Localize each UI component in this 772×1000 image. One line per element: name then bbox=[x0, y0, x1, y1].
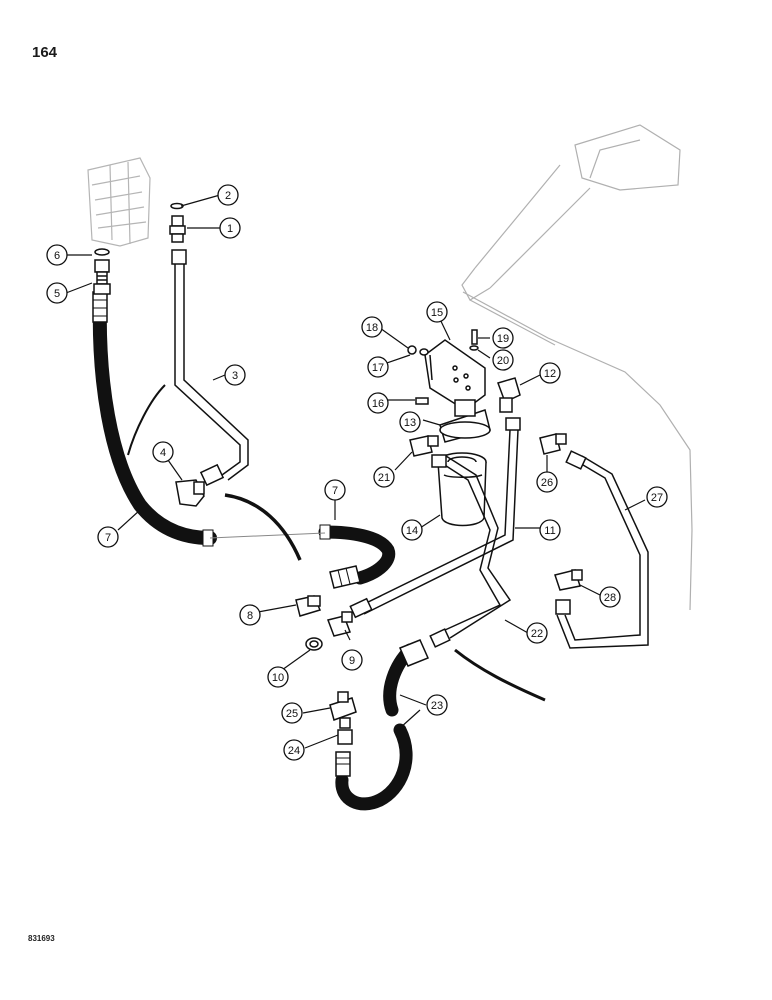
tube-3 bbox=[171, 249, 249, 487]
elbow-21 bbox=[409, 435, 439, 457]
elbow-26 bbox=[539, 433, 567, 455]
svg-text:16: 16 bbox=[372, 398, 384, 410]
svg-text:28: 28 bbox=[604, 592, 616, 604]
callout-15: 15 bbox=[426, 301, 448, 323]
callout-26: 26 bbox=[536, 471, 558, 493]
frame-outline bbox=[461, 124, 693, 611]
svg-text:27: 27 bbox=[651, 492, 663, 504]
callout-12: 12 bbox=[539, 362, 561, 384]
hose-route-arc-2 bbox=[224, 493, 302, 561]
callout-10: 10 bbox=[267, 666, 289, 688]
fitting-8 bbox=[295, 595, 322, 617]
svg-text:25: 25 bbox=[286, 708, 298, 720]
svg-text:19: 19 bbox=[497, 333, 509, 345]
callout-27: 27 bbox=[646, 486, 668, 508]
callout-4: 4 bbox=[152, 441, 174, 463]
svg-text:8: 8 bbox=[247, 610, 253, 622]
tube-27 bbox=[555, 450, 649, 649]
tube-22 bbox=[429, 454, 512, 648]
callout-19: 19 bbox=[492, 327, 514, 349]
tee-28 bbox=[554, 569, 583, 591]
svg-text:15: 15 bbox=[431, 307, 443, 319]
hardware-16-20 bbox=[407, 329, 479, 405]
hose-7-left bbox=[92, 291, 217, 547]
tee-25 bbox=[329, 691, 357, 745]
hose-route-arc bbox=[127, 384, 166, 456]
callout-11: 11 bbox=[539, 519, 561, 541]
callout-22: 22 bbox=[526, 622, 548, 644]
callout-7-middle: 7 bbox=[324, 479, 346, 501]
callout-18: 18 bbox=[361, 316, 383, 338]
callout-3: 3 bbox=[224, 364, 246, 386]
svg-text:11: 11 bbox=[544, 525, 555, 537]
svg-text:7: 7 bbox=[105, 532, 111, 544]
callout-28: 28 bbox=[599, 586, 621, 608]
svg-text:20: 20 bbox=[497, 355, 509, 367]
hose-route-arc-3 bbox=[454, 648, 546, 702]
callout-1: 1 bbox=[219, 217, 241, 239]
elbow-4 bbox=[175, 479, 205, 507]
svg-text:26: 26 bbox=[541, 477, 553, 489]
callout-20: 20 bbox=[492, 349, 514, 371]
fitting-10 bbox=[305, 637, 323, 651]
fitting-9 bbox=[327, 611, 353, 637]
callout-7-left: 7 bbox=[97, 526, 119, 548]
svg-text:9: 9 bbox=[349, 655, 355, 667]
callout-5: 5 bbox=[46, 282, 68, 304]
svg-text:4: 4 bbox=[160, 447, 166, 459]
tube-11 bbox=[349, 417, 521, 619]
callout-8: 8 bbox=[239, 604, 261, 626]
page-number: 164 bbox=[32, 44, 58, 61]
mounting-bracket-15 bbox=[424, 339, 486, 411]
svg-text:24: 24 bbox=[288, 745, 300, 757]
svg-text:5: 5 bbox=[54, 288, 60, 300]
elbow-12 bbox=[497, 377, 521, 413]
callout-17: 17 bbox=[367, 356, 389, 378]
svg-text:13: 13 bbox=[404, 417, 416, 429]
svg-text:12: 12 bbox=[544, 368, 556, 380]
callout-14: 14 bbox=[401, 519, 423, 541]
svg-text:6: 6 bbox=[54, 250, 60, 262]
svg-text:21: 21 bbox=[378, 472, 390, 484]
svg-text:17: 17 bbox=[372, 362, 384, 374]
fitting-5 bbox=[93, 248, 111, 295]
callout-6: 6 bbox=[46, 244, 68, 266]
svg-text:1: 1 bbox=[227, 223, 233, 235]
hose-23 bbox=[335, 639, 430, 811]
figure-code: 831693 bbox=[28, 934, 55, 943]
filter-head-13 bbox=[439, 399, 491, 443]
fitting-1 bbox=[169, 202, 186, 243]
hose-connection-line bbox=[209, 532, 326, 539]
callout-16: 16 bbox=[367, 392, 389, 414]
callout-2: 2 bbox=[217, 184, 239, 206]
callout-24: 24 bbox=[283, 739, 305, 761]
svg-text:18: 18 bbox=[366, 322, 378, 334]
svg-text:2: 2 bbox=[225, 190, 231, 202]
callout-25: 25 bbox=[281, 702, 303, 724]
hose-7-middle bbox=[318, 524, 396, 589]
callout-23: 23 bbox=[426, 694, 448, 716]
svg-text:7: 7 bbox=[332, 485, 338, 497]
svg-text:3: 3 bbox=[232, 370, 238, 382]
callout-13: 13 bbox=[399, 411, 421, 433]
svg-text:10: 10 bbox=[272, 672, 284, 684]
callout-9: 9 bbox=[341, 649, 363, 671]
svg-text:22: 22 bbox=[531, 628, 543, 640]
callout-21: 21 bbox=[373, 466, 395, 488]
svg-text:14: 14 bbox=[406, 525, 418, 537]
svg-text:23: 23 bbox=[431, 700, 443, 712]
control-valve-outline bbox=[87, 157, 151, 247]
